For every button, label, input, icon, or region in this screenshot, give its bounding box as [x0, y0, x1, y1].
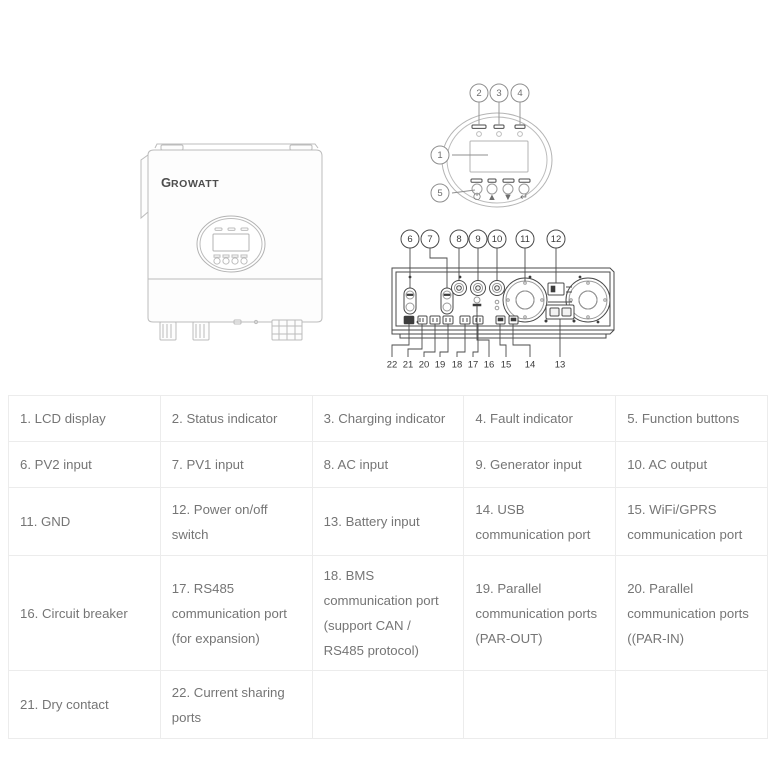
svg-text:3: 3 [496, 88, 501, 99]
legend-cell-22: 22. Current sharing ports [159, 670, 313, 739]
legend-cell-12: 12. Power on/off switch [159, 487, 313, 556]
callout-18: 18 [452, 360, 463, 371]
legend-cell-10: 10. AC output [615, 441, 768, 488]
product-diagram: G ROWATT [140, 83, 615, 371]
callout-1: 1 [430, 145, 450, 165]
legend-cell-16: 16. Circuit breaker [8, 555, 161, 671]
callout-5: 5 [430, 183, 450, 203]
legend-cell-20: 20. Parallel communication ports ((PAR-I… [615, 555, 768, 671]
callout-22: 22 [387, 360, 398, 371]
svg-text:▼: ▼ [503, 192, 512, 203]
callout-11: 11 [515, 229, 535, 249]
callout-12: 12 [546, 229, 566, 249]
legend-cell-11: 11. GND [8, 487, 161, 556]
legend-cell-19: 19. Parallel communication ports (PAR-OU… [463, 555, 617, 671]
legend-cell-6: 6. PV2 input [8, 441, 161, 488]
function-buttons-front [213, 254, 248, 265]
legend-cell-empty-3 [615, 670, 768, 739]
lcd-panel-detail: ⏻ ▲ ▼ ↵ 1 2 3 [430, 83, 553, 208]
communication-ports-row [403, 315, 519, 325]
svg-text:7: 7 [427, 234, 432, 245]
legend-cell-2: 2. Status indicator [159, 395, 313, 442]
svg-text:↵: ↵ [520, 192, 528, 203]
callout-14: 14 [525, 360, 536, 371]
legend-cell-7: 7. PV1 input [159, 441, 313, 488]
table-row: 16. Circuit breaker 17. RS485 communicat… [8, 555, 768, 671]
callout-9: 9 [468, 229, 488, 249]
svg-text:9: 9 [475, 234, 480, 245]
legend-cell-1: 1. LCD display [8, 395, 161, 442]
legend-cell-13: 13. Battery input [311, 487, 465, 556]
callout-10: 10 [487, 229, 507, 249]
legend-cell-17: 17. RS485 communication port (for expans… [159, 555, 313, 671]
legend-cell-empty-1 [311, 670, 465, 739]
svg-text:⏻: ⏻ [473, 192, 481, 203]
callout-15: 15 [501, 360, 512, 371]
svg-text:5: 5 [437, 188, 442, 199]
callout-4: 4 [510, 83, 530, 103]
pv1-input-connectors [440, 287, 454, 315]
legend-cell-8: 8. AC input [311, 441, 465, 488]
legend-cell-5: 5. Function buttons [615, 395, 768, 442]
table-row: 11. GND 12. Power on/off switch 13. Batt… [8, 487, 768, 556]
callout-8: 8 [449, 229, 469, 249]
function-buttons-detail: ⏻ ▲ ▼ ↵ [470, 178, 531, 203]
callout-13: 13 [555, 360, 566, 371]
table-row: 6. PV2 input 7. PV1 input 8. AC input 9.… [8, 441, 768, 488]
svg-text:2: 2 [476, 88, 481, 99]
legend-cell-empty-2 [463, 670, 617, 739]
svg-text:6: 6 [407, 234, 412, 245]
callout-19: 19 [435, 360, 446, 371]
callout-17: 17 [468, 360, 479, 371]
ac-terminals [451, 280, 505, 296]
legend-cell-14: 14. USB communication port [463, 487, 617, 556]
status-indicator-led [471, 124, 487, 129]
pv2-input-connectors [403, 287, 417, 315]
legend-table: 1. LCD display 2. Status indicator 3. Ch… [8, 395, 768, 739]
diagram-area: G ROWATT [140, 83, 615, 371]
svg-text:4: 4 [517, 88, 522, 99]
callout-2: 2 [469, 83, 489, 103]
svg-text:1: 1 [437, 150, 442, 161]
callout-21: 21 [403, 360, 414, 371]
gnd-terminal [472, 296, 482, 312]
svg-text:▲: ▲ [487, 192, 496, 203]
callout-3: 3 [489, 83, 509, 103]
svg-text:10: 10 [492, 234, 503, 245]
legend-cell-9: 9. Generator input [463, 441, 617, 488]
legend-cell-21: 21. Dry contact [8, 670, 161, 739]
callout-16: 16 [484, 360, 495, 371]
legend-cell-4: 4. Fault indicator [463, 395, 617, 442]
svg-text:12: 12 [551, 234, 562, 245]
cooling-fan-right [565, 277, 611, 323]
lcd-screen [469, 140, 529, 173]
callout-6: 6 [400, 229, 420, 249]
charging-indicator-led [493, 124, 505, 129]
brand-logo-initial: G [161, 175, 171, 190]
callout-7: 7 [420, 229, 440, 249]
legend-cell-3: 3. Charging indicator [311, 395, 465, 442]
cooling-fan-left [502, 277, 548, 323]
table-row: 1. LCD display 2. Status indicator 3. Ch… [8, 395, 768, 442]
battery-input-terminal [544, 301, 576, 323]
table-row: 21. Dry contact 22. Current sharing port… [8, 670, 768, 739]
brand-logo-text: ROWATT [171, 178, 219, 190]
legend-cell-18: 18. BMS communication port (support CAN … [311, 555, 465, 671]
inverter-front-view: G ROWATT [140, 143, 323, 341]
svg-text:11: 11 [520, 234, 530, 245]
fault-indicator-led [514, 124, 526, 129]
svg-text:8: 8 [456, 234, 461, 245]
legend-cell-15: 15. WiFi/GPRS communication port [615, 487, 768, 556]
bottom-connection-panel-detail: 6 7 8 9 10 11 [387, 229, 615, 371]
callout-20: 20 [419, 360, 430, 371]
